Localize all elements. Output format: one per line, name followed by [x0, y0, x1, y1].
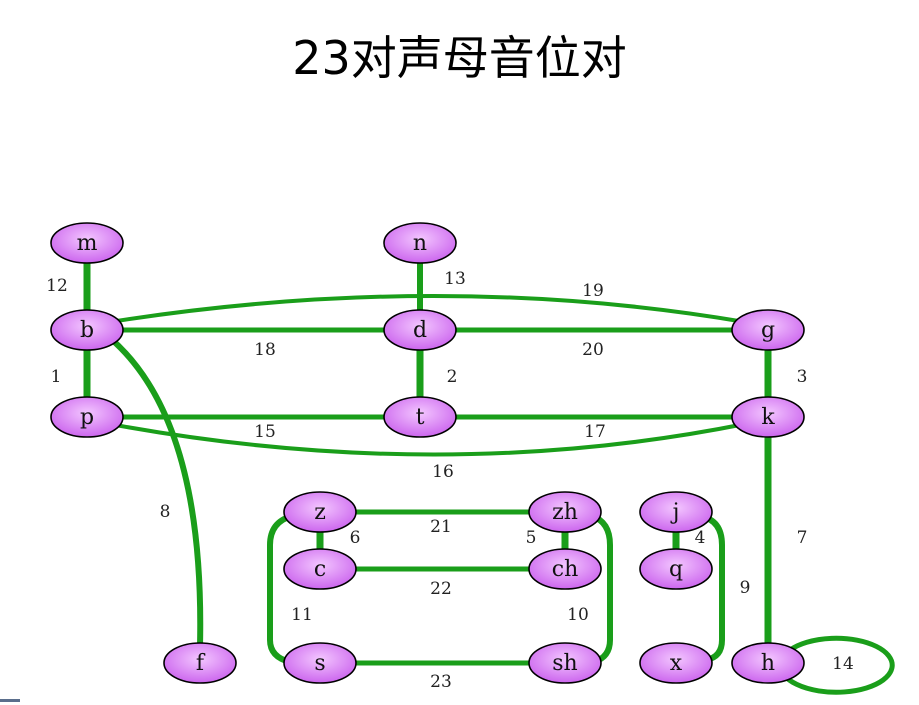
node-k: k: [731, 396, 805, 438]
node-ellipse-q: [639, 548, 713, 590]
node-label-d: d: [413, 318, 427, 343]
node-sh: sh: [528, 642, 602, 684]
node-g: g: [731, 309, 805, 351]
edge-label-17: 17: [584, 422, 606, 442]
node-label-j: j: [670, 500, 680, 525]
node-label-ch: ch: [552, 557, 579, 582]
node-label-x: x: [670, 651, 683, 676]
node-n: n: [383, 222, 457, 264]
node-label-c: c: [314, 557, 326, 582]
node-b: b: [50, 309, 124, 351]
node-label-z: z: [314, 500, 326, 525]
edge-label-4: 4: [695, 528, 706, 548]
edge-label-19: 19: [582, 281, 604, 301]
node-h: h: [731, 642, 805, 684]
node-ellipse-zh: [528, 491, 602, 533]
edge-zh-sh: [589, 513, 613, 665]
edge-label-12: 12: [46, 276, 68, 296]
node-label-m: m: [77, 231, 98, 256]
edge-label-8: 8: [160, 502, 171, 522]
edge-label-6: 6: [350, 528, 361, 548]
node-label-b: b: [80, 318, 94, 343]
node-ellipse-z: [283, 491, 357, 533]
node-ellipse-f: [163, 642, 237, 684]
slide-corner-mark: [0, 699, 20, 702]
node-ellipse-m: [50, 222, 124, 264]
node-z: z: [283, 491, 357, 533]
edge-b-g: [108, 294, 747, 324]
node-f: f: [163, 642, 237, 684]
node-m: m: [50, 222, 124, 264]
edge-label-20: 20: [582, 340, 604, 360]
node-ellipse-p: [50, 396, 124, 438]
nodes-layer: m n b d g p t k z zh c ch j q f s sh x h: [50, 222, 805, 684]
node-label-sh: sh: [552, 651, 577, 676]
edge-z-s: [267, 513, 295, 665]
node-label-g: g: [761, 318, 775, 343]
edge-label-2: 2: [447, 367, 458, 387]
edge-j-x: [697, 513, 725, 663]
node-p: p: [50, 396, 124, 438]
edge-label-3: 3: [797, 367, 808, 387]
node-ellipse-s: [283, 642, 357, 684]
node-ellipse-g: [731, 309, 805, 351]
node-label-zh: zh: [552, 500, 578, 525]
node-zh: zh: [528, 491, 602, 533]
edge-label-1: 1: [51, 367, 62, 387]
node-q: q: [639, 548, 713, 590]
node-label-f: f: [196, 651, 206, 676]
node-j: j: [639, 491, 713, 533]
node-ellipse-x: [639, 642, 713, 684]
edge-label-18: 18: [254, 340, 276, 360]
edge-label-15: 15: [254, 422, 276, 442]
edge-label-16: 16: [432, 462, 454, 482]
node-s: s: [283, 642, 357, 684]
node-ellipse-ch: [528, 548, 602, 590]
page-title: 23对声母音位对: [292, 31, 627, 85]
edge-label-7: 7: [797, 528, 808, 548]
edge-label-10: 10: [567, 605, 589, 625]
edge-label-22: 22: [430, 579, 452, 599]
edge-p-k: [108, 422, 747, 457]
edge-label-13: 13: [444, 269, 466, 289]
node-ellipse-j: [639, 491, 713, 533]
node-ellipse-sh: [528, 642, 602, 684]
node-label-s: s: [314, 651, 325, 676]
node-ch: ch: [528, 548, 602, 590]
node-ellipse-n: [383, 222, 457, 264]
node-ellipse-b: [50, 309, 124, 351]
node-label-q: q: [669, 557, 683, 582]
node-label-p: p: [80, 405, 94, 430]
node-label-n: n: [413, 231, 427, 256]
edge-h-h: [781, 635, 895, 695]
node-x: x: [639, 642, 713, 684]
node-c: c: [283, 548, 357, 590]
edge-label-21: 21: [430, 517, 452, 537]
edge-label-14: 14: [832, 654, 854, 674]
node-ellipse-c: [283, 548, 357, 590]
node-label-k: k: [761, 405, 775, 430]
edge-label-23: 23: [430, 672, 452, 692]
node-label-h: h: [761, 651, 775, 676]
edge-b-f: [107, 335, 204, 649]
edge-label-5: 5: [526, 528, 537, 548]
node-t: t: [383, 396, 457, 438]
edge-label-9: 9: [740, 578, 751, 598]
edge-label-11: 11: [291, 605, 313, 625]
node-ellipse-h: [731, 642, 805, 684]
node-label-t: t: [416, 405, 425, 430]
node-ellipse-t: [383, 396, 457, 438]
node-d: d: [383, 309, 457, 351]
node-ellipse-d: [383, 309, 457, 351]
node-ellipse-k: [731, 396, 805, 438]
